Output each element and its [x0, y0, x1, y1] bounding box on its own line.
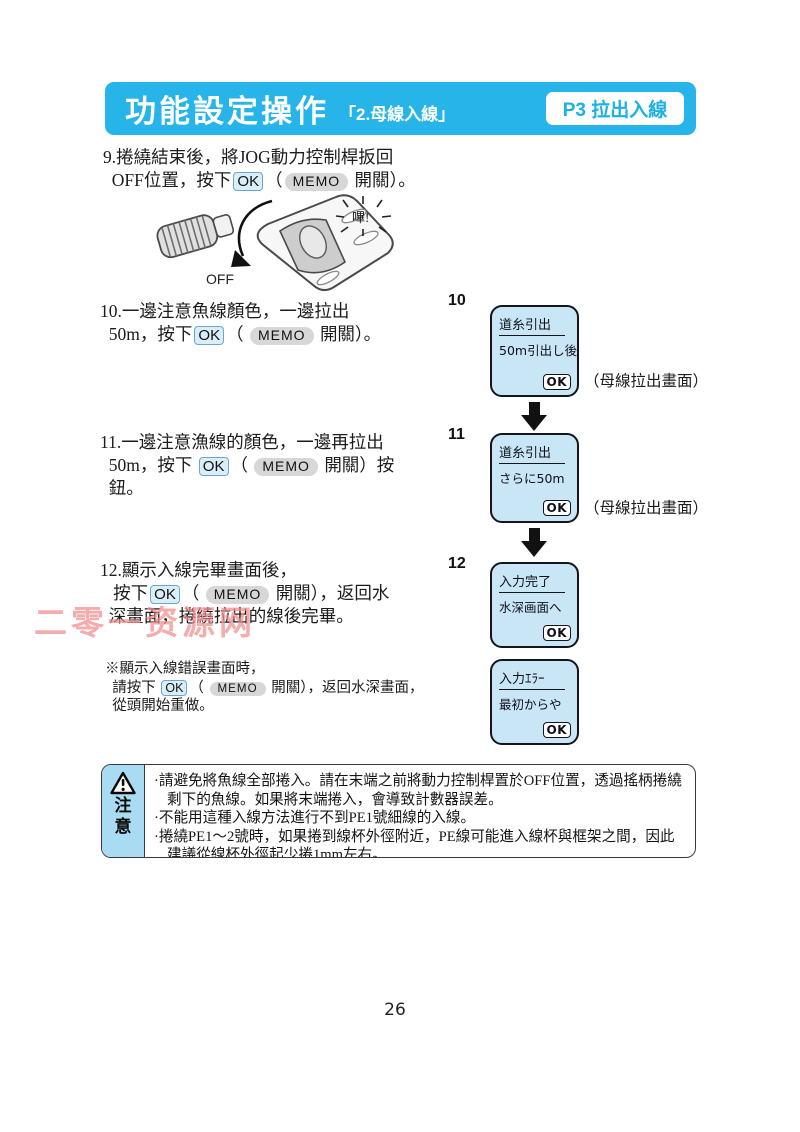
memo-switch-glyph: MEMO	[205, 586, 270, 604]
error-note-text: ※顯示入線錯誤畫面時， 請按下 OK（ MEMO 開關），返回水深畫面， 從頭開…	[105, 661, 424, 714]
screen-ok-button: OK	[542, 625, 571, 641]
screen-line1: 道糸引出	[499, 314, 565, 336]
screen-ok-button: OK	[542, 374, 571, 390]
screen-caption-2: （母線拉出畫面）	[584, 500, 709, 517]
memo-switch-glyph: MEMO	[209, 681, 266, 696]
memo-switch-glyph: MEMO	[250, 327, 314, 345]
screen-line2: 水深画面へ	[499, 600, 562, 615]
reel-lever-illustration: OFF 嗶!	[156, 194, 394, 291]
flow-step-number-12: 12	[448, 555, 466, 572]
page-title: 功能設定操作	[125, 94, 329, 129]
flow-step-number-11: 11	[448, 426, 465, 443]
section-header-bar: 功能設定操作 「2.母線入線」 P3 拉出入線	[105, 82, 696, 135]
screen-ok-button: OK	[542, 500, 571, 516]
ok-button-glyph: OK	[161, 679, 188, 696]
flow-down-arrow-icon	[521, 402, 547, 431]
rotate-to-off-arrow	[237, 199, 273, 257]
screen-box-input-complete: 入力完了 水深画面へ OK	[490, 562, 579, 648]
ok-button-glyph: OK	[198, 457, 229, 477]
caution-label-char2: 意	[114, 817, 132, 837]
page-number: 26	[384, 1000, 406, 1020]
screen-line2: 50m引出し後	[499, 343, 578, 358]
off-label: OFF	[206, 271, 234, 287]
beep-text: 嗶!	[352, 210, 369, 225]
ok-button-glyph: OK	[150, 585, 180, 605]
screen-line1: 入力完了	[499, 571, 565, 593]
screen-box-input-error: 入力ｴﾗｰ 最初からや OK	[490, 659, 579, 745]
caution-bullet: ·不能用這種入線方法進行不到PE1號細線的入線。	[154, 810, 476, 827]
beep-starburst-icon	[335, 196, 392, 236]
flow-down-arrow-icon	[521, 528, 547, 557]
screen-ok-button: OK	[542, 722, 571, 738]
screen-box-line-pullout-2: 道糸引出 さらに50m OK	[490, 433, 579, 523]
warning-triangle-icon	[110, 771, 136, 795]
screen-caption-1: （母線拉出畫面）	[584, 373, 709, 390]
step-11-text: 11.一邊注意漁線的顏色，一邊再拉出 50m，按下 OK（ MEMO 開關）按 …	[100, 432, 395, 498]
caution-box: 注 意 ·請避免將魚線全部捲入。請在末端之前將動力控制桿置於OFF位置，透過搖柄…	[101, 764, 696, 858]
flow-step-number-10: 10	[448, 292, 466, 309]
header-subtitle: 「2.母線入線」	[339, 105, 456, 124]
caution-bullet: ·請避免將魚線全部捲入。請在末端之前將動力控制桿置於OFF位置，透過搖柄捲繞剩下…	[154, 773, 682, 808]
memo-switch-glyph: MEMO	[254, 458, 318, 476]
ok-button-glyph: OK	[194, 326, 225, 346]
caution-label-char1: 注	[114, 796, 132, 816]
screen-line1: 道糸引出	[499, 442, 565, 464]
caution-bullet-list: ·請避免將魚線全部捲入。請在末端之前將動力控制桿置於OFF位置，透過搖柄捲繞剩下…	[145, 765, 695, 857]
screen-line2: さらに50m	[499, 471, 565, 486]
knob-grip	[156, 214, 235, 259]
caution-bullet: ·捲繞PE1～2號時，如果捲到線杯外徑附近，PE線可能進入線杯與框架之間，因此建…	[154, 828, 675, 858]
screen-box-line-pullout-1: 道糸引出 50m引出し後 OK	[490, 305, 579, 397]
caution-side-panel: 注 意	[102, 765, 145, 857]
ok-button-glyph: OK	[233, 172, 264, 192]
screen-line2: 最初からや	[499, 697, 562, 712]
header-page-ref-badge: P3 拉出入線	[546, 92, 684, 125]
screen-line1: 入力ｴﾗｰ	[499, 668, 565, 690]
memo-switch-glyph: MEMO	[284, 173, 349, 191]
